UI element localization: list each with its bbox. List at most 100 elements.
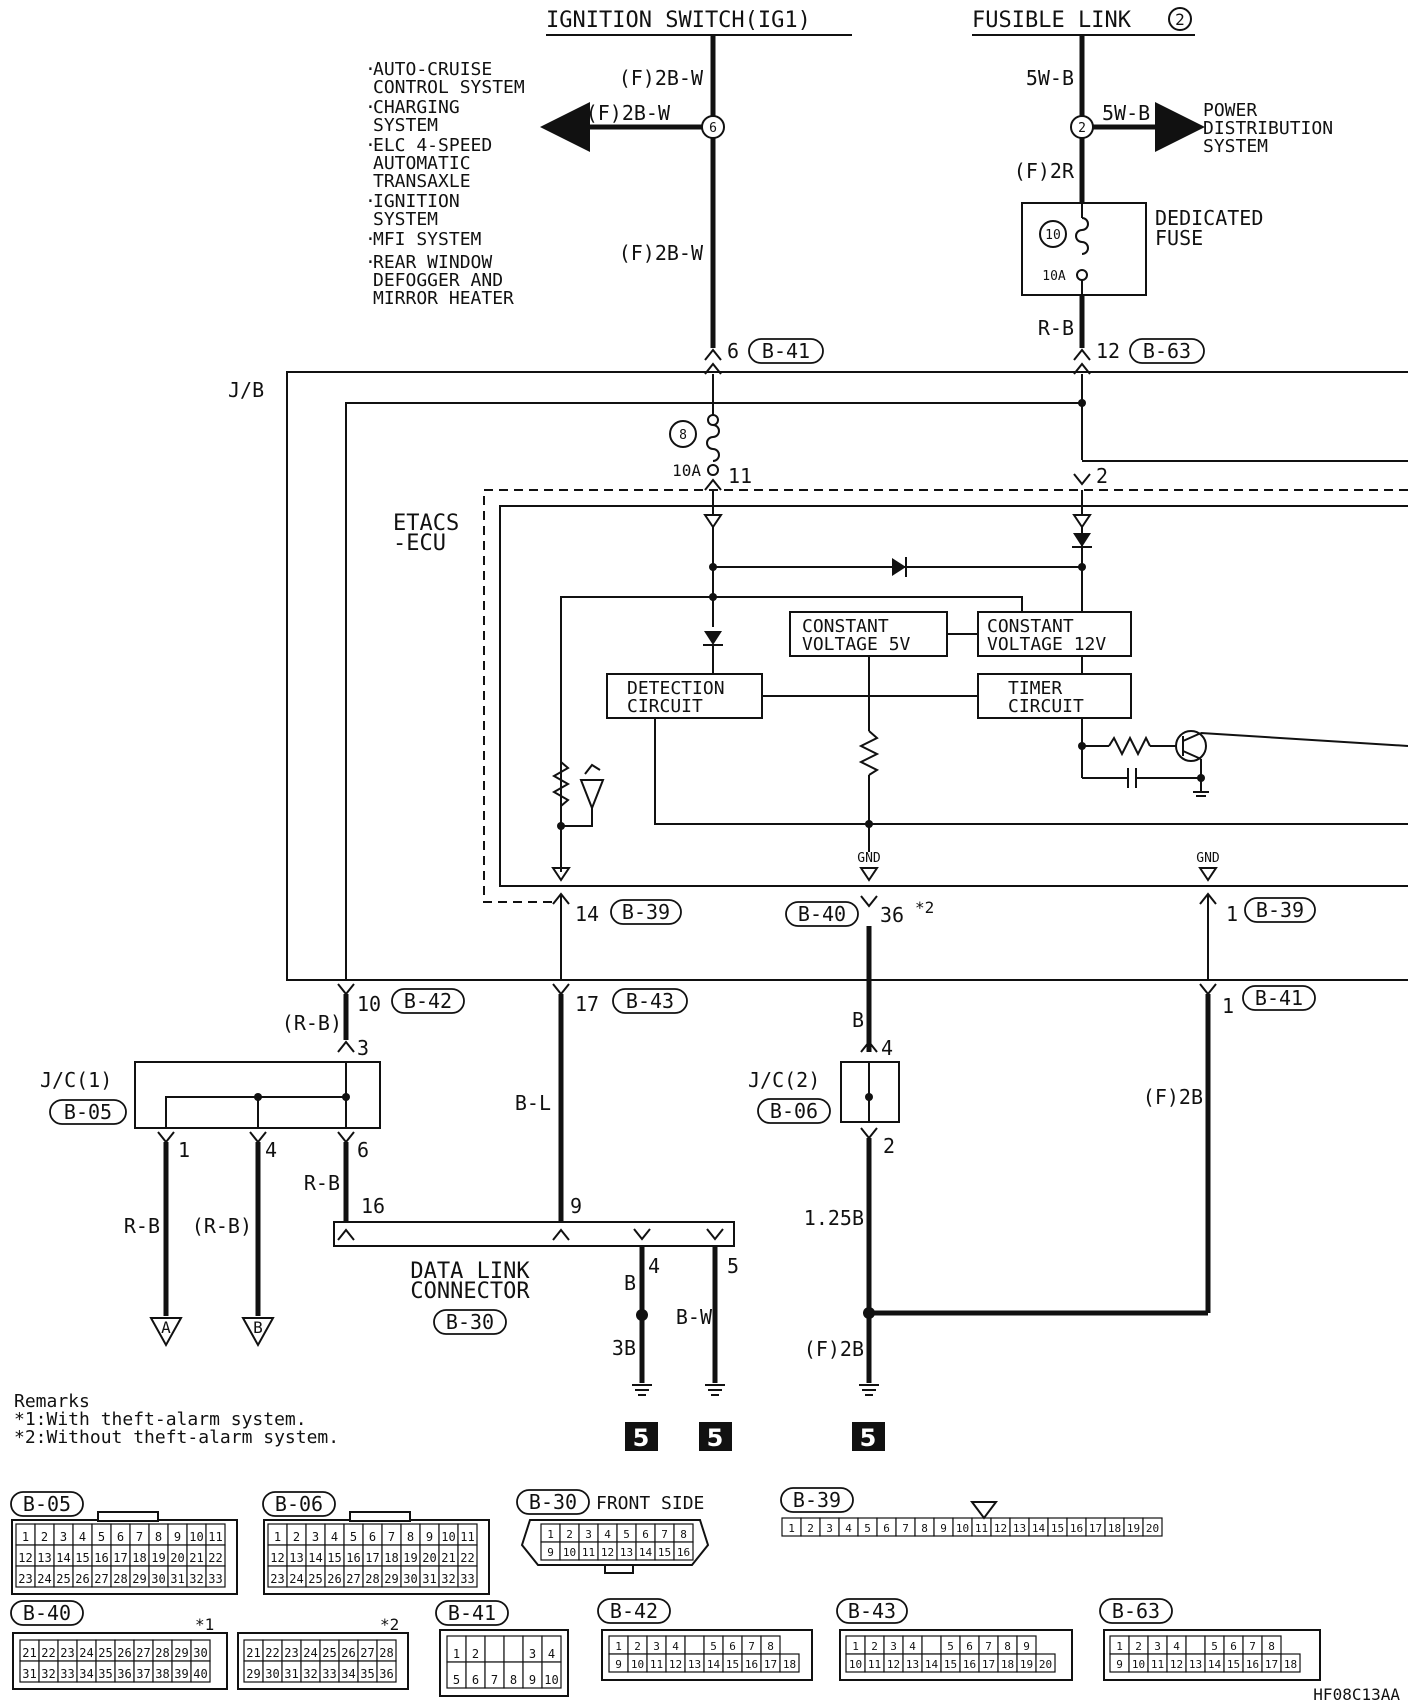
svg-text:7: 7 — [1249, 1640, 1256, 1653]
svg-text:1: 1 — [1226, 902, 1238, 926]
svg-text:2: 2 — [1096, 464, 1108, 488]
svg-text:35: 35 — [98, 1667, 112, 1681]
svg-text:8: 8 — [510, 1673, 517, 1687]
svg-text:TRANSAXLE: TRANSAXLE — [373, 171, 471, 192]
svg-text:26: 26 — [117, 1646, 131, 1660]
dedicated-fuse-box — [1021, 202, 1147, 296]
svg-text:24: 24 — [79, 1646, 93, 1660]
svg-text:2: 2 — [566, 1528, 573, 1541]
svg-text:11: 11 — [868, 1658, 881, 1671]
svg-text:20: 20 — [1146, 1522, 1159, 1535]
svg-text:14: 14 — [925, 1658, 939, 1671]
svg-text:11: 11 — [650, 1658, 663, 1671]
svg-text:20: 20 — [170, 1551, 184, 1565]
svg-text:29: 29 — [384, 1572, 398, 1586]
svg-text:4: 4 — [331, 1530, 338, 1544]
svg-text:B-30: B-30 — [529, 1490, 577, 1514]
svg-text:14: 14 — [1208, 1658, 1222, 1671]
svg-text:14: 14 — [1032, 1522, 1046, 1535]
svg-text:6: 6 — [369, 1530, 376, 1544]
svg-text:18: 18 — [132, 1551, 146, 1565]
switch-symbol — [579, 779, 605, 811]
wire-label-5wb-2: 5W-B — [1102, 101, 1150, 125]
svg-text:·: · — [365, 191, 376, 212]
svg-text:25: 25 — [322, 1646, 336, 1660]
svg-text:34: 34 — [341, 1667, 355, 1681]
svg-text:26: 26 — [75, 1572, 89, 1586]
wire-label-f2r: (F)2R — [1014, 159, 1075, 183]
svg-text:32: 32 — [303, 1667, 317, 1681]
svg-text:33: 33 — [60, 1667, 74, 1681]
transistor-symbol — [1175, 730, 1207, 762]
svg-text:5: 5 — [98, 1530, 105, 1544]
svg-text:11: 11 — [208, 1530, 222, 1544]
svg-text:CONSTANT: CONSTANT — [802, 616, 889, 637]
svg-text:5: 5 — [623, 1528, 630, 1541]
svg-text:32: 32 — [41, 1667, 55, 1681]
svg-text:MFI SYSTEM: MFI SYSTEM — [373, 229, 482, 250]
svg-text:4: 4 — [845, 1522, 852, 1535]
svg-text:14: 14 — [56, 1551, 70, 1565]
svg-text:25: 25 — [308, 1572, 322, 1586]
svg-text:AUTO-CRUISE: AUTO-CRUISE — [373, 59, 492, 80]
front-side-label: FRONT SIDE — [596, 1493, 704, 1514]
svg-text:20: 20 — [422, 1551, 436, 1565]
svg-text:·: · — [365, 135, 376, 156]
svg-text:15: 15 — [944, 1658, 957, 1671]
svg-text:13: 13 — [1189, 1658, 1202, 1671]
remarks-heading: Remarks — [14, 1391, 90, 1412]
svg-text:DISTRIBUTION: DISTRIBUTION — [1203, 118, 1333, 139]
svg-text:6: 6 — [729, 1640, 736, 1653]
svg-text:3: 3 — [653, 1640, 660, 1653]
view-label-b39 — [780, 1487, 854, 1513]
svg-text:25: 25 — [98, 1646, 112, 1660]
svg-text:27: 27 — [94, 1572, 108, 1586]
view-label-b41 — [435, 1600, 509, 1626]
svg-text:5: 5 — [947, 1640, 954, 1653]
svg-text:1: 1 — [274, 1530, 281, 1544]
svg-text:18: 18 — [1284, 1658, 1297, 1671]
svg-text:22: 22 — [208, 1551, 222, 1565]
svg-text:2: 2 — [472, 1647, 479, 1661]
wire-label-f2b-2: (F)2B — [1143, 1085, 1203, 1109]
svg-text:B-39: B-39 — [793, 1488, 841, 1512]
svg-text:B-42: B-42 — [404, 989, 452, 1013]
svg-text:33: 33 — [208, 1572, 222, 1586]
svg-text:16: 16 — [677, 1546, 690, 1559]
svg-text:6: 6 — [727, 339, 739, 363]
svg-text:4: 4 — [648, 1254, 660, 1278]
svg-text:17: 17 — [365, 1551, 379, 1565]
svg-text:MIRROR HEATER: MIRROR HEATER — [373, 288, 514, 309]
svg-text:9: 9 — [615, 1658, 622, 1671]
view-label-b05 — [10, 1491, 84, 1517]
svg-text:4: 4 — [604, 1528, 611, 1541]
svg-text:DEFOGGER AND: DEFOGGER AND — [373, 270, 503, 291]
splice-6 — [701, 115, 725, 139]
svg-text:6: 6 — [1230, 1640, 1237, 1653]
svg-text:B-63: B-63 — [1112, 1599, 1160, 1623]
svg-text:1: 1 — [178, 1138, 190, 1162]
svg-text:20: 20 — [1039, 1658, 1052, 1671]
svg-text:23: 23 — [18, 1572, 32, 1586]
svg-text:B-43: B-43 — [848, 1599, 896, 1623]
svg-text:30: 30 — [193, 1646, 207, 1660]
svg-text:8: 8 — [921, 1522, 928, 1535]
svg-text:1: 1 — [1222, 994, 1234, 1018]
svg-text:B-63: B-63 — [1143, 339, 1191, 363]
svg-text:2: 2 — [1078, 121, 1086, 136]
view-label-b06 — [262, 1491, 336, 1517]
svg-text:15: 15 — [75, 1551, 89, 1565]
svg-text:26: 26 — [341, 1646, 355, 1660]
svg-text:9: 9 — [529, 1673, 536, 1687]
svg-text:2: 2 — [883, 1134, 895, 1158]
svg-text:35: 35 — [360, 1667, 374, 1681]
svg-text:11: 11 — [1151, 1658, 1164, 1671]
svg-text:5: 5 — [860, 1424, 877, 1452]
svg-text:23: 23 — [284, 1646, 298, 1660]
svg-text:5: 5 — [864, 1522, 871, 1535]
svg-text:12: 12 — [887, 1658, 900, 1671]
view-label-b30 — [516, 1489, 590, 1515]
